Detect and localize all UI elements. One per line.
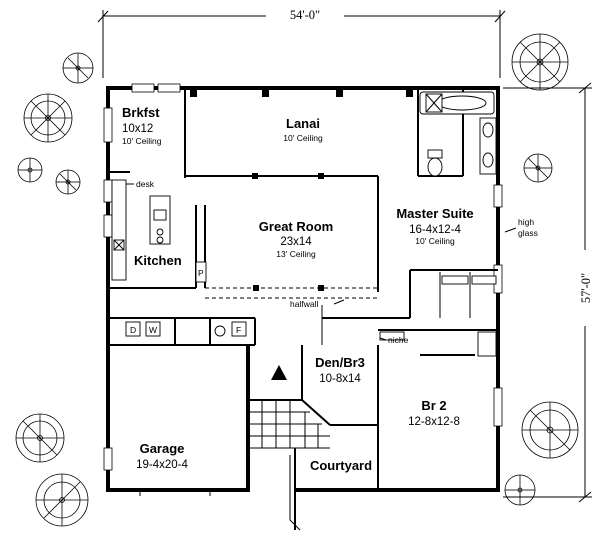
great-room-name: Great Room <box>259 219 333 234</box>
fixtures <box>111 91 497 357</box>
kitchen-name: Kitchen <box>134 253 182 268</box>
tree <box>62 52 94 84</box>
master-suite-name: Master Suite <box>396 206 473 221</box>
tree <box>35 473 89 527</box>
great-room-note: 13' Ceiling <box>276 249 316 259</box>
halfwall-label: halfwall <box>290 299 318 309</box>
tree <box>17 157 43 183</box>
tree <box>504 474 536 506</box>
niche-label: niche <box>388 335 409 345</box>
tree <box>15 413 65 463</box>
room-labels: Brkfst 10x12 10' Ceiling Lanai 10' Ceili… <box>122 105 474 473</box>
depth-dimension: 57'-0" <box>579 273 593 303</box>
den-name: Den/Br3 <box>315 355 365 370</box>
width-dimension: 54'-0" <box>290 8 320 22</box>
tree <box>55 169 81 195</box>
landscape-trees <box>15 33 579 527</box>
dryer-label: D <box>130 325 136 335</box>
windows <box>103 83 503 471</box>
lanai-area <box>184 88 463 292</box>
high-glass-label-2: glass <box>518 228 538 238</box>
dimension-lines: 54'-0" 57'-0" <box>97 6 594 503</box>
br2-size: 12-8x12-8 <box>408 416 460 428</box>
brkfst-name: Brkfst <box>122 105 160 120</box>
brkfst-size: 10x12 <box>122 123 153 135</box>
interior-walls <box>108 88 498 492</box>
master-suite-size: 16-4x12-4 <box>409 224 461 236</box>
high-glass-label-1: high <box>518 217 534 227</box>
brkfst-note: 10' Ceiling <box>122 136 162 146</box>
lanai-name: Lanai <box>286 116 320 131</box>
tree <box>523 153 553 183</box>
br2-name: Br 2 <box>421 398 446 413</box>
great-room-size: 23x14 <box>280 236 312 248</box>
courtyard-name: Courtyard <box>310 458 372 473</box>
washer-label: W <box>149 325 157 335</box>
entry-and-stairs <box>139 365 330 531</box>
pantry-label: P <box>198 268 204 278</box>
tree <box>511 33 569 91</box>
den-size: 10-8x14 <box>319 373 361 385</box>
lanai-note: 10' Ceiling <box>283 133 323 143</box>
tree <box>521 401 579 459</box>
garage-size: 19-4x20-4 <box>136 459 188 471</box>
tree <box>23 93 73 143</box>
annotations: desk high glass halfwall niche P D W F <box>126 179 538 345</box>
master-suite-note: 10' Ceiling <box>415 236 455 246</box>
garage-name: Garage <box>140 441 185 456</box>
desk-label: desk <box>136 179 155 189</box>
furnace-label: F <box>236 325 241 335</box>
entry-arrow-icon <box>271 365 287 380</box>
